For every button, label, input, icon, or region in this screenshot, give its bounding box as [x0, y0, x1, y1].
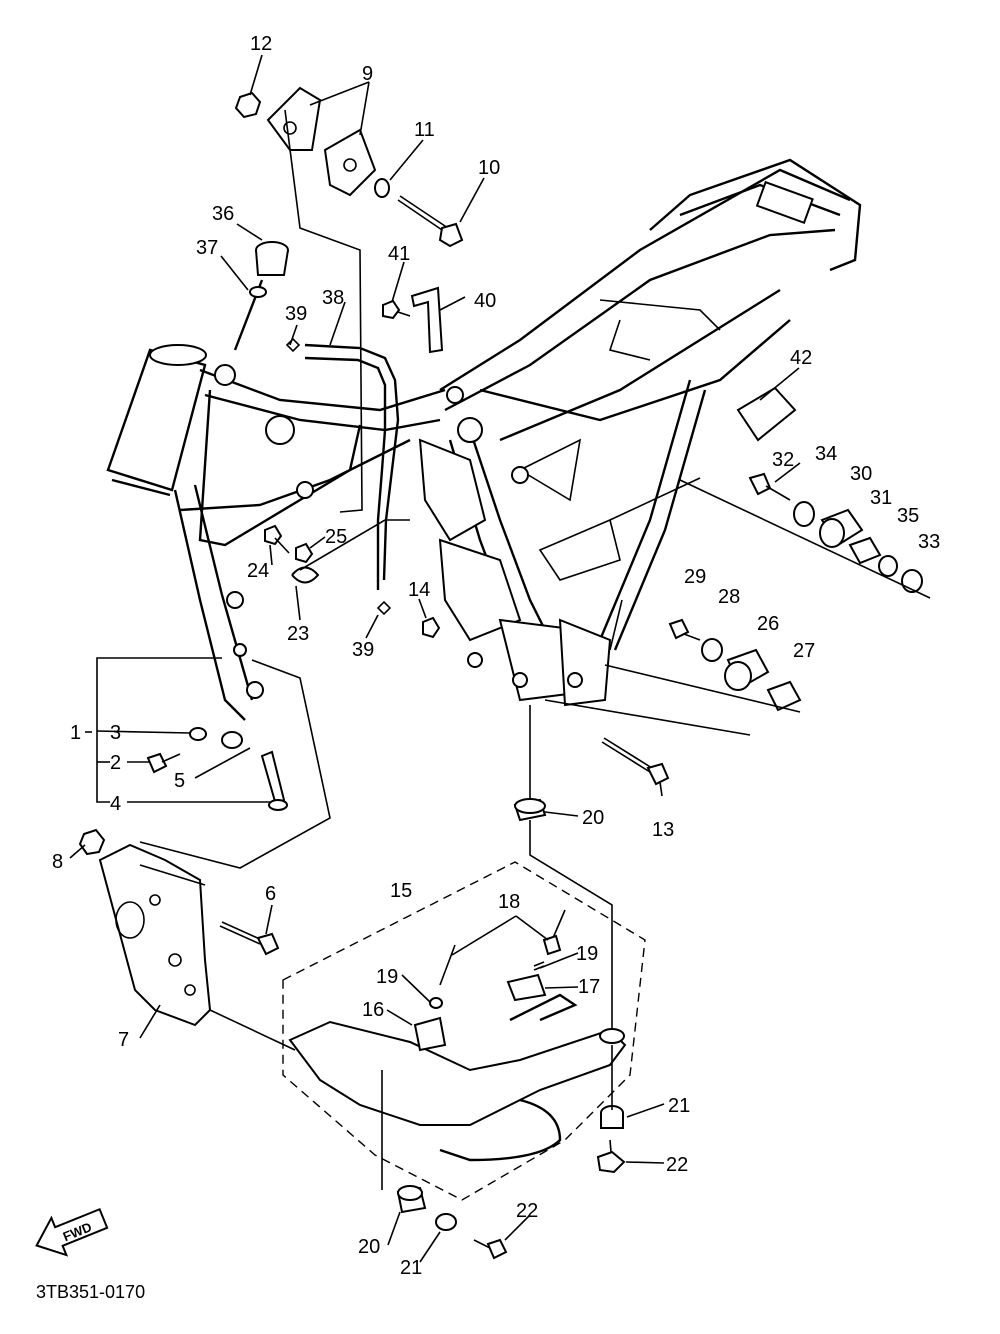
callout-21b: 21	[400, 1257, 422, 1279]
callout-31: 31	[870, 487, 892, 509]
callout-20b: 20	[358, 1236, 380, 1258]
callout-29: 29	[684, 566, 706, 588]
callout-23: 23	[287, 623, 309, 645]
callout-3: 3	[110, 722, 121, 744]
callout-14: 14	[408, 579, 430, 601]
callout-33: 33	[918, 531, 940, 553]
callout-42: 42	[790, 347, 812, 369]
callout-10: 10	[478, 157, 500, 179]
callout-32: 32	[772, 449, 794, 471]
callout-19a: 19	[576, 943, 598, 965]
callout-38: 38	[322, 287, 344, 309]
callout-19b: 19	[376, 966, 398, 988]
small-parts	[78, 86, 923, 1260]
callout-26: 26	[757, 613, 779, 635]
callout-17: 17	[578, 976, 600, 998]
callout-13: 13	[652, 819, 674, 841]
callout-7: 7	[118, 1029, 129, 1051]
callout-24: 24	[247, 560, 269, 582]
callout-5: 5	[174, 770, 185, 792]
callout-40: 40	[474, 290, 496, 312]
forward-direction-arrow: FWD	[35, 1207, 109, 1257]
callout-8: 8	[52, 851, 63, 873]
callout-2: 2	[110, 752, 121, 774]
callout-1: 1	[70, 722, 81, 744]
callout-12: 12	[250, 33, 272, 55]
callout-18: 18	[498, 891, 520, 913]
callout-30: 30	[850, 463, 872, 485]
callout-36: 36	[212, 203, 234, 225]
skid-plate-group-outline	[282, 861, 646, 1201]
leader-lines	[69, 54, 931, 1263]
callout-21a: 21	[668, 1095, 690, 1117]
callout-41: 41	[388, 243, 410, 265]
diagram-code: 3TB351-0170	[36, 1282, 145, 1302]
callout-20a: 20	[582, 807, 604, 829]
callout-16: 16	[362, 999, 384, 1021]
callout-4: 4	[110, 793, 121, 815]
callout-35: 35	[897, 505, 919, 527]
callout-labels: 12 9 11 10 36 37 41 38 40 39 42 32 34 30…	[52, 33, 940, 1279]
callout-22b: 22	[516, 1200, 538, 1222]
callout-22a: 22	[666, 1154, 688, 1176]
callout-27: 27	[793, 640, 815, 662]
callout-28: 28	[718, 586, 740, 608]
callout-39: 39	[285, 303, 307, 325]
callout-11: 11	[414, 119, 435, 141]
main-frame	[106, 158, 862, 721]
callout-34: 34	[815, 443, 837, 465]
callout-25: 25	[325, 526, 347, 548]
callout-37: 37	[196, 237, 218, 259]
callout-15: 15	[390, 880, 412, 902]
callout-9: 9	[362, 63, 373, 85]
callout-6: 6	[265, 883, 276, 905]
callout-39b: 39	[352, 639, 374, 661]
